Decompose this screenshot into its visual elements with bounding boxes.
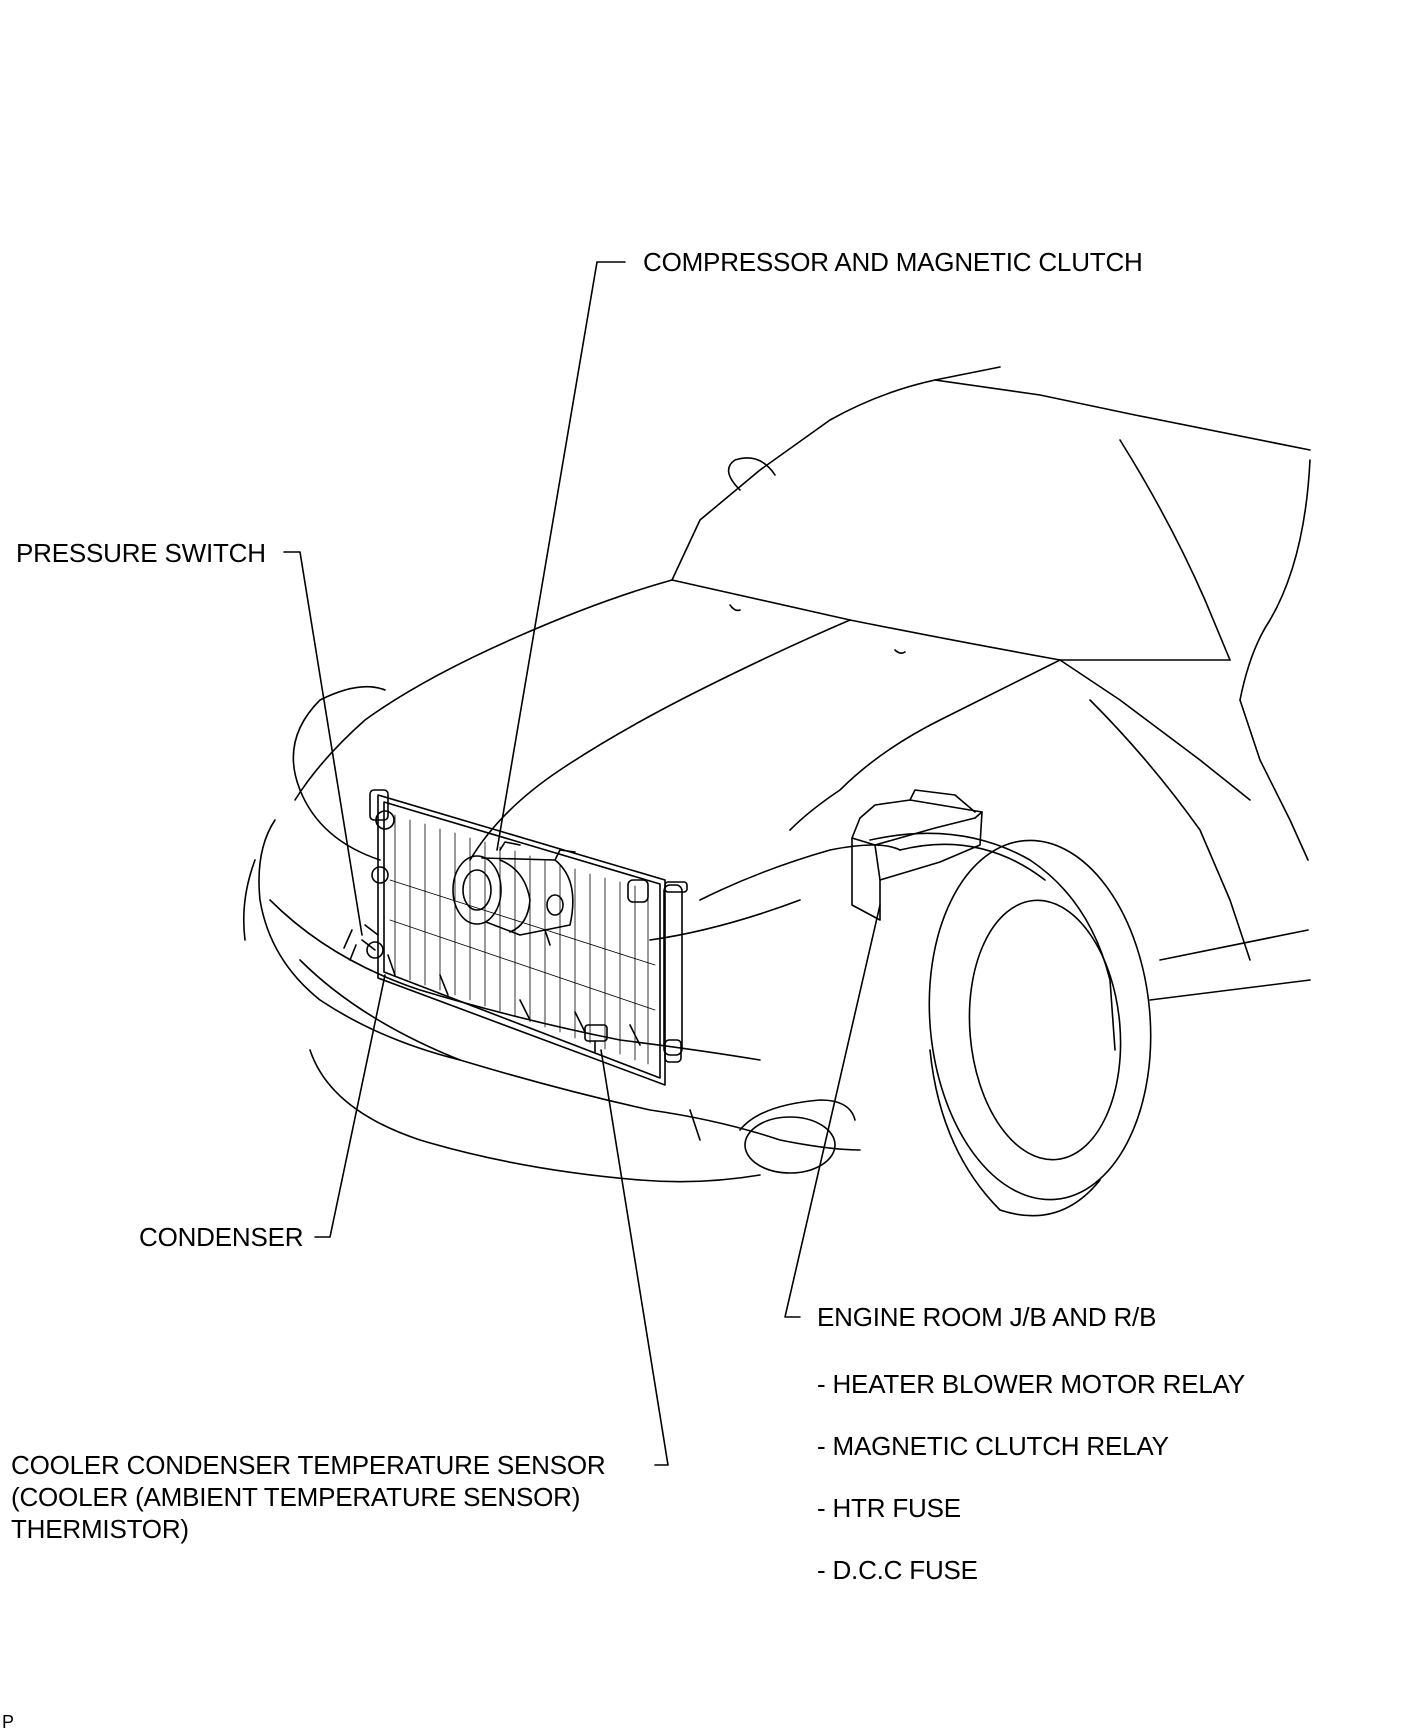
compressor-drawing [452,841,576,946]
heater-blower-relay-label: - HEATER BLOWER MOTOR RELAY [817,1369,1245,1399]
condenser-label: CONDENSER [139,1222,304,1252]
dcc-fuse-label: - D.C.C FUSE [817,1555,978,1585]
cooler-sensor-line-3: THERMISTOR) [11,1514,189,1544]
leader-lines [283,261,881,1466]
htr-fuse-label: - HTR FUSE [817,1493,961,1523]
engine-room-jb-label: ENGINE ROOM J/B AND R/B [817,1302,1157,1332]
junction-block-drawing [851,789,983,921]
figure-code: P [2,1712,14,1732]
cooler-sensor-label: COOLER CONDENSER TEMPERATURE SENSOR (COO… [11,1449,606,1545]
pressure-switch-label: PRESSURE SWITCH [16,538,266,568]
condenser-drawing [343,789,688,1086]
magnetic-clutch-relay-label: - MAGNETIC CLUTCH RELAY [817,1431,1169,1461]
cooler-sensor-line-2: (COOLER (AMBIENT TEMPERATURE SENSOR) [11,1482,581,1512]
cooler-sensor-line-1: COOLER CONDENSER TEMPERATURE SENSOR [11,1450,606,1480]
vehicle-outline [242,366,1311,1217]
compressor-label: COMPRESSOR AND MAGNETIC CLUTCH [643,247,1143,277]
